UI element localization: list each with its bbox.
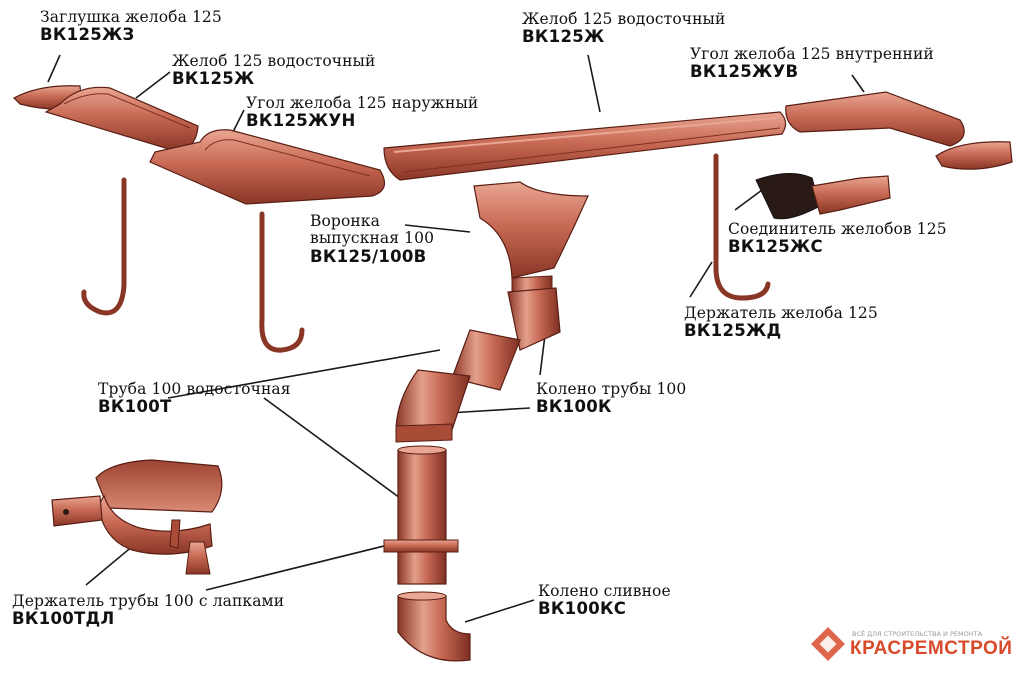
- brand-tagline: ВСЁ ДЛЯ СТРОИТЕЛЬСТВА И РЕМОНТА: [852, 630, 983, 638]
- bracket-code: ВК125ЖД: [684, 321, 782, 341]
- gutter-main-part: [383, 111, 787, 181]
- inner-corner-code: ВК125ЖУВ: [690, 62, 799, 82]
- label-pipe: Труба 100 водосточная ВК100Т: [98, 380, 291, 417]
- pipe-holder-code: ВК100ТДЛ: [12, 609, 115, 629]
- elbow-code: ВК100К: [536, 397, 612, 417]
- gutter-left-code: ВК125Ж: [172, 69, 255, 89]
- gutter-left-title: Желоб 125 водосточный: [172, 52, 376, 70]
- label-elbow: Колено трубы 100 ВК100К: [536, 380, 687, 417]
- pipe-holder-part: [51, 459, 223, 575]
- drain-elbow-title: Колено сливное: [538, 582, 671, 600]
- right-end-cap-part: [935, 141, 1013, 170]
- diamond-logo-icon: [811, 627, 845, 661]
- funnel-title-line2: выпускная 100: [310, 229, 435, 248]
- pipe-elbow-part: [395, 287, 561, 443]
- end-cap-title: Заглушка желоба 125: [40, 8, 222, 26]
- end-cap-code: ВК125ЖЗ: [40, 25, 135, 45]
- inner-corner-part: [785, 91, 965, 147]
- pipe-code: ВК100Т: [98, 397, 172, 417]
- gutter-bracket-parts: [81, 153, 771, 353]
- elbow-title: Колено трубы 100: [536, 380, 687, 398]
- gutter-left-part: [44, 86, 199, 151]
- connector-title: Соединитель желобов 125: [728, 220, 947, 238]
- label-pipe-holder: Держатель трубы 100 с лапками ВК100ТДЛ: [12, 592, 285, 629]
- gutter-main-code: ВК125Ж: [522, 27, 605, 47]
- label-funnel: Воронка выпускная 100 ВК125/100В: [310, 212, 435, 266]
- label-connector: Соединитель желобов 125 ВК125ЖС: [728, 220, 947, 257]
- brand-logo: ВСЁ ДЛЯ СТРОИТЕЛЬСТВА И РЕМОНТА КРАСРЕМС…: [808, 624, 1012, 666]
- label-outer-corner: Угол желоба 125 наружный ВК125ЖУН: [246, 94, 479, 131]
- outer-corner-title: Угол желоба 125 наружный: [246, 94, 479, 112]
- outer-corner-part: [149, 129, 386, 205]
- down-pipe-part: [383, 445, 459, 585]
- label-bracket: Держатель желоба 125 ВК125ЖД: [684, 304, 878, 341]
- pipe-holder-title: Держатель трубы 100 с лапками: [12, 592, 285, 610]
- funnel-part: [473, 181, 589, 301]
- funnel-code: ВК125/100В: [310, 246, 427, 266]
- bracket-title: Держатель желоба 125: [684, 304, 878, 322]
- outer-corner-code: ВК125ЖУН: [246, 111, 356, 131]
- leader-lines: [47, 54, 865, 623]
- funnel-title-line1: Воронка: [310, 212, 380, 230]
- drain-elbow-code: ВК100КС: [538, 599, 627, 619]
- connector-part: [755, 173, 891, 220]
- label-end-cap: Заглушка желоба 125 ВК125ЖЗ: [40, 8, 222, 45]
- label-gutter-left: Желоб 125 водосточный ВК125Ж: [172, 52, 376, 89]
- brand-name: КРАСРЕМСТРОЙ: [850, 638, 1013, 659]
- label-gutter-main: Желоб 125 водосточный ВК125Ж: [522, 10, 726, 47]
- label-inner-corner: Угол желоба 125 внутренний ВК125ЖУВ: [690, 45, 934, 82]
- inner-corner-title: Угол желоба 125 внутренний: [690, 45, 934, 63]
- gutter-main-title: Желоб 125 водосточный: [522, 10, 726, 28]
- connector-code: ВК125ЖС: [728, 237, 823, 257]
- label-drain-elbow: Колено сливное ВК100КС: [538, 582, 671, 619]
- drain-elbow-part: [397, 591, 471, 662]
- pipe-title: Труба 100 водосточная: [98, 380, 291, 398]
